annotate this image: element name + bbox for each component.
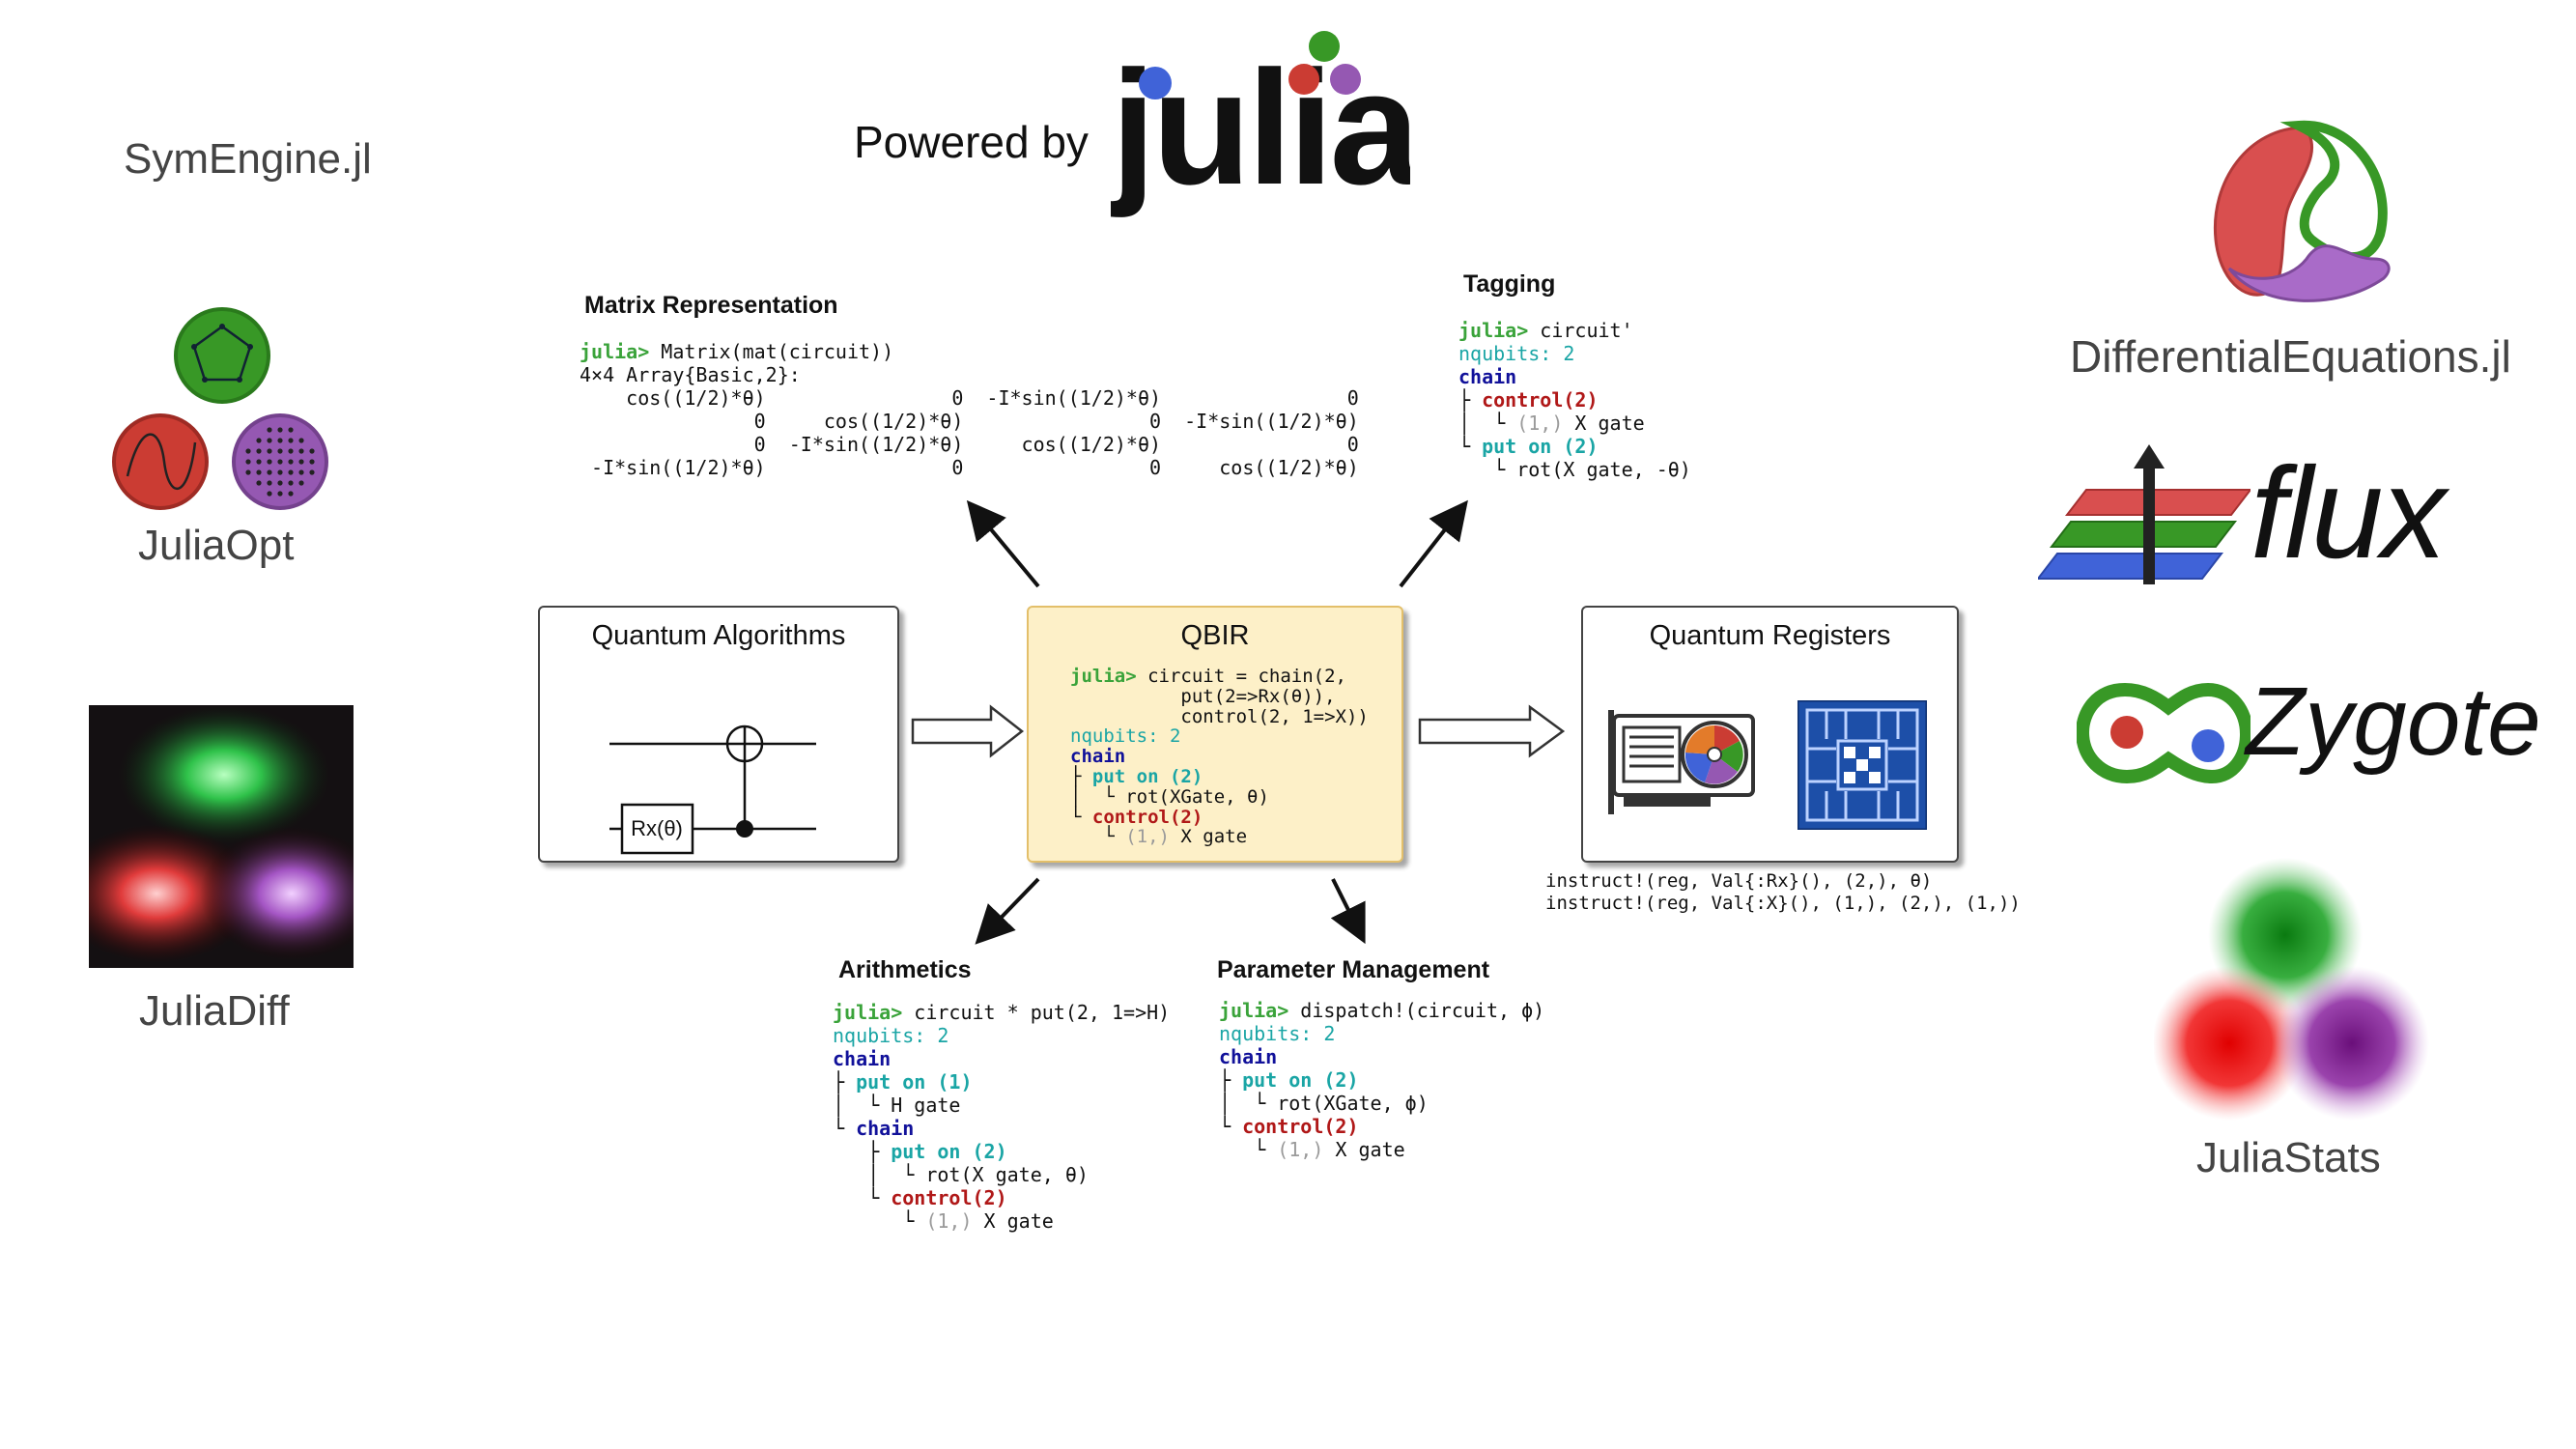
juliastats-label: JuliaStats [2196,1134,2381,1181]
flux-layers-icon [2038,444,2250,584]
rx-gate [620,803,694,855]
matrix-representation-code: julia> Matrix(mat(circuit)) 4×4 Array{Ba… [580,340,1359,479]
flux-label: flux [2250,441,2447,585]
control-dot [736,820,753,838]
rx-gate-label: Rx(θ) [631,816,683,840]
juliaopt-purple-circle [232,413,328,510]
juliaopt-green-circle [174,307,270,404]
juliaopt-label: JuliaOpt [138,522,295,569]
circuit-diagram: Rx(θ) [609,724,816,855]
julia-purple-dot [1330,64,1361,95]
julia-green-dot [1309,31,1340,62]
tagging-code: julia> circuit' nqubits: 2 chain ├ contr… [1458,319,1691,481]
julia-blue-dot [1139,67,1172,99]
differentialequations-logo [2213,120,2391,302]
arithmetics-code: julia> circuit * put(2, 1=>H) nqubits: 2… [833,1001,1171,1233]
arrow-to-tagging [1399,499,1468,588]
qbir-title: QBIR [1180,620,1250,651]
arrow-to-matrix [966,499,1040,588]
gpu-card-icon [1608,710,1755,814]
juliastats-logo [2154,858,2429,1121]
juliadiff-label: JuliaDiff [139,987,290,1035]
zygote-label: Zygote [2246,668,2541,776]
registers-code: instruct!(reg, Val{:Rx}(), (2,), θ) inst… [1545,870,2021,914]
juliaopt-red-circle [112,413,209,510]
arrow-to-parameter-management [1330,878,1366,945]
differentialequations-label: DifferentialEquations.jl [2070,331,2511,382]
qbir-code: julia> circuit = chain(2, put(2=>Rx(θ)),… [1070,666,1369,848]
juliastats-purple-cluster [2275,966,2429,1121]
quantum-algorithms-title: Quantum Algorithms [591,620,846,651]
julia-wordmark: julia [1111,37,1410,218]
quantum-chip-icon [1798,700,1927,830]
powered-by-label: Powered by [854,117,1089,167]
arrow-algorithms-to-qbir [911,704,1025,758]
quantum-registers-box: Quantum Registers [1581,606,1959,863]
juliaopt-logo [112,307,328,510]
arrow-qbir-to-registers [1418,704,1566,758]
arrow-to-arithmetics [975,877,1040,945]
zygote-icon [2077,682,2250,784]
arithmetics-title: Arithmetics [838,956,972,983]
quantum-algorithms-box: Quantum Algorithms Rx(θ) [538,606,899,863]
juliastats-red-cluster [2154,966,2307,1121]
tagging-title: Tagging [1463,270,1556,298]
matrix-representation-title: Matrix Representation [584,292,838,319]
parameter-management-title: Parameter Management [1217,956,1490,983]
symengine-label: SymEngine.jl [124,135,372,183]
qbir-box: QBIR julia> circuit = chain(2, put(2=>Rx… [1027,606,1403,863]
julia-red-dot [1288,64,1319,95]
parameter-management-code: julia> dispatch!(circuit, ϕ) nqubits: 2 … [1219,999,1545,1161]
juliadiff-image [89,705,354,968]
quantum-registers-title: Quantum Registers [1649,620,1891,651]
julia-logo: julia [1111,31,1410,218]
